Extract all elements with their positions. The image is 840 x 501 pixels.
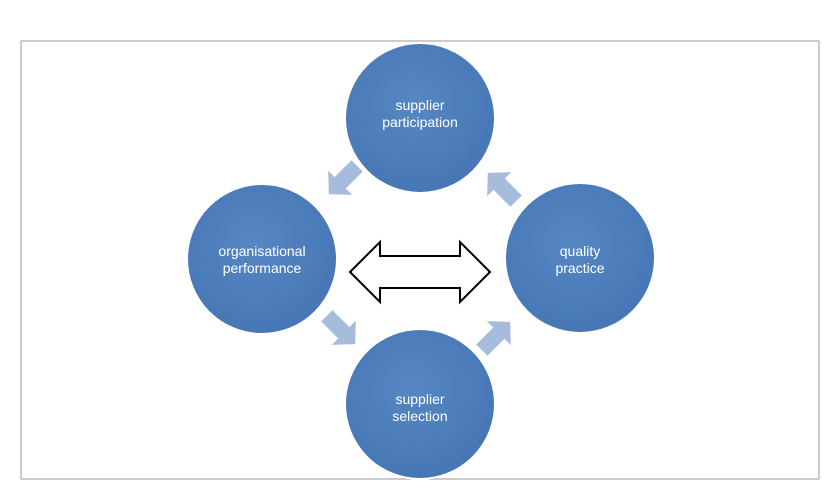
node-label-line: organisational [218, 243, 305, 259]
arrow-participation-to-performance [328, 160, 363, 195]
node-label-line: performance [223, 260, 302, 276]
node-label-line: supplier [395, 391, 444, 407]
node-label-line: quality [560, 243, 600, 259]
node-label-line: participation [382, 114, 458, 130]
node-supplier-participation: supplier participation [344, 42, 496, 194]
node-organisational-performance: organisational performance [186, 183, 338, 335]
node-label-line: supplier [395, 97, 444, 113]
node-supplier-selection: supplier selection [344, 328, 496, 480]
node-label-line: selection [392, 408, 447, 424]
arrow-quality-to-participation [487, 172, 522, 207]
node-quality-practice: quality practice [504, 182, 656, 334]
arrow-selection-to-quality [476, 321, 511, 356]
node-label-line: practice [555, 260, 604, 276]
double-headed-arrow [348, 239, 492, 305]
connector-arrows [321, 160, 522, 356]
arrow-performance-to-selection [321, 310, 356, 345]
